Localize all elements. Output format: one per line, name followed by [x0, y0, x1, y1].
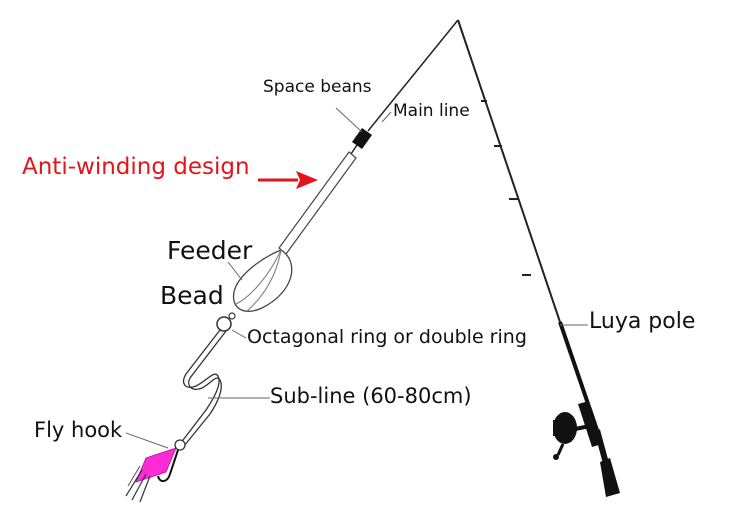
label-feeder: Feeder [167, 236, 253, 265]
sub-line [179, 329, 227, 447]
octagonal-ring [216, 316, 232, 332]
rod-butt [600, 458, 620, 497]
fly-hook [125, 439, 186, 503]
label-sub-line: Sub-line (60-80cm) [270, 384, 472, 408]
anti-winding-tube [278, 151, 357, 255]
rod-grip [578, 401, 602, 447]
red-arrow [258, 171, 318, 189]
main-line [367, 19, 459, 132]
label-luya-pole: Luya pole [589, 309, 696, 334]
label-main-line: Main line [393, 101, 470, 121]
label-fly-hook: Fly hook [34, 418, 123, 442]
bead [228, 312, 236, 320]
label-bead: Bead [160, 281, 224, 310]
label-anti-winding-design: Anti-winding design [22, 154, 250, 180]
spinning-reel [553, 412, 591, 460]
luya-pole [457, 19, 620, 497]
label-space-beans: Space beans [263, 77, 372, 97]
leader-lines [125, 107, 588, 449]
feeder [232, 249, 293, 313]
space-beans [352, 128, 372, 149]
main-line [350, 144, 358, 155]
label-octagonal-ring: Octagonal ring or double ring [247, 326, 527, 348]
